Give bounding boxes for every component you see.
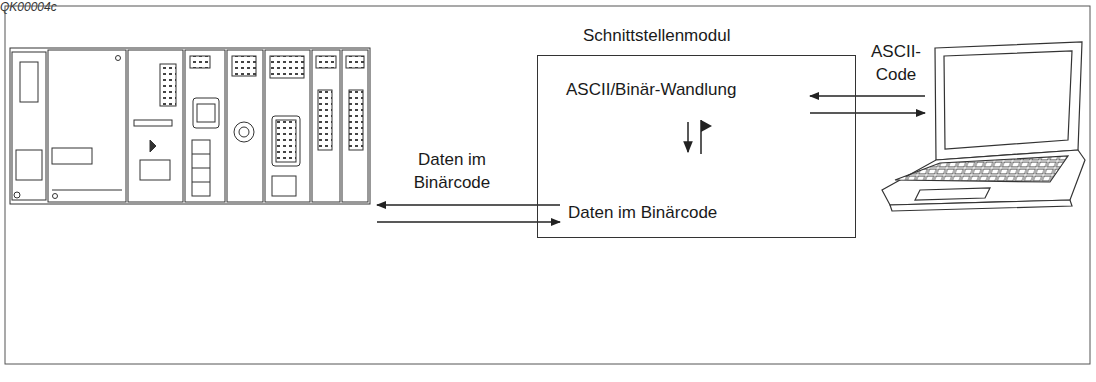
data-label: Daten im Binärcode — [396, 148, 508, 194]
data-label: ASCII- Code — [864, 40, 928, 86]
module-heading: Schnittstellenmodul — [583, 24, 730, 47]
figure-code: QK00004c — [0, 0, 1096, 14]
data-arrows-left — [377, 205, 560, 222]
conversion-arrows — [688, 120, 712, 154]
module-text: ASCII/Binär-Wandlung — [566, 78, 736, 101]
module-text: Daten im Binärcode — [568, 201, 717, 224]
interface-module-box: SchnittstellenmodulASCII/Binär-WandlungD… — [537, 55, 856, 238]
data-arrows-right — [810, 96, 925, 113]
frame — [5, 6, 1090, 364]
plc-illustration — [10, 48, 370, 204]
